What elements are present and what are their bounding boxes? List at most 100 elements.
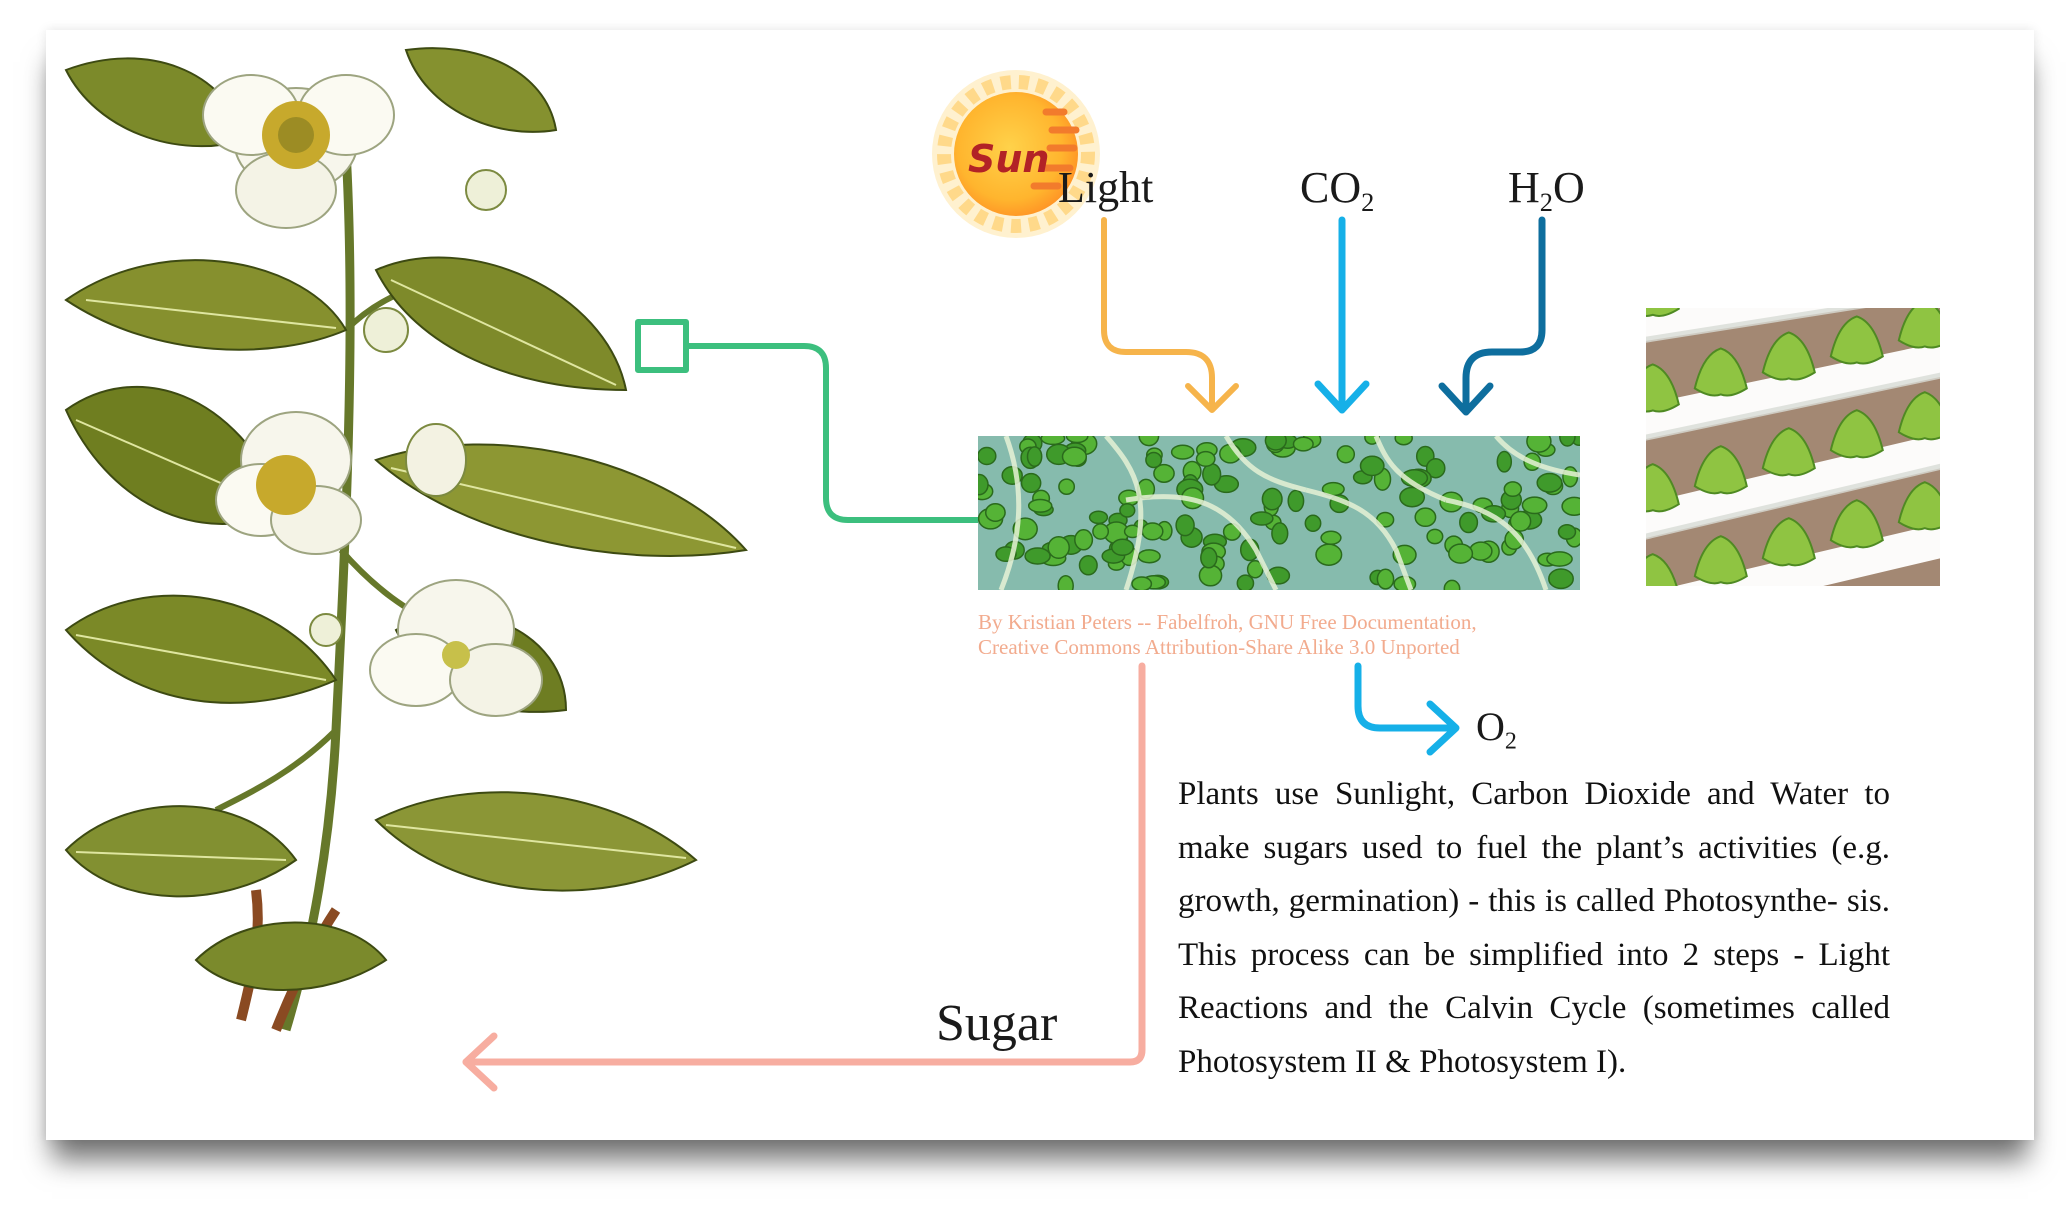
light-arrow bbox=[1101, 217, 1239, 413]
o2-label: O2 bbox=[1476, 704, 1517, 754]
chloroplast bbox=[1119, 503, 1136, 518]
chloroplast bbox=[1110, 538, 1135, 557]
chloroplast bbox=[1425, 457, 1446, 479]
lettuce-head bbox=[1761, 427, 1816, 477]
chloroplast bbox=[1546, 551, 1573, 567]
chloroplast bbox=[1468, 541, 1493, 561]
lettuce-head bbox=[1646, 553, 1678, 586]
chloroplast bbox=[1246, 560, 1264, 579]
chloroplast bbox=[1202, 463, 1222, 486]
chloroplast bbox=[1521, 496, 1548, 515]
chloroplast bbox=[1138, 436, 1160, 447]
lettuce-head bbox=[1693, 445, 1748, 495]
chloroplast bbox=[1047, 535, 1070, 560]
lettuce-head bbox=[1829, 499, 1884, 549]
chloroplast bbox=[1394, 436, 1413, 446]
chloroplast bbox=[1503, 481, 1523, 498]
chloroplast bbox=[1131, 576, 1153, 590]
sun-icon bbox=[932, 70, 1100, 238]
chloroplast bbox=[1040, 436, 1066, 446]
chloroplast bbox=[1200, 547, 1218, 569]
lettuce-head bbox=[1899, 221, 1951, 268]
h2o-subscript: 2 bbox=[1539, 187, 1553, 218]
chloroplast bbox=[1536, 472, 1563, 493]
chloroplast bbox=[1061, 446, 1088, 467]
chloroplast bbox=[1448, 543, 1474, 564]
chloroplast bbox=[1145, 451, 1163, 469]
chloroplast bbox=[1092, 523, 1110, 540]
hydroponic-lettuce-photo bbox=[1646, 221, 1951, 586]
chloroplast bbox=[1359, 455, 1385, 477]
lettuce-head bbox=[1646, 308, 1680, 317]
sugar-arrow bbox=[462, 662, 1146, 1092]
o2-main: O bbox=[1476, 704, 1505, 749]
chloroplast bbox=[1024, 547, 1051, 565]
chloroplast bbox=[1175, 514, 1195, 537]
chloroplast bbox=[1526, 436, 1552, 453]
lettuce-head bbox=[1897, 391, 1940, 441]
lettuce-head bbox=[1829, 409, 1884, 459]
tea-plant-illustration bbox=[64, 47, 748, 1032]
chloroplast bbox=[1264, 436, 1287, 451]
o2-arrow bbox=[1354, 662, 1460, 756]
chloroplast bbox=[1020, 472, 1042, 494]
sun-icon-text: Sun bbox=[968, 137, 1050, 181]
lettuce-head bbox=[1695, 257, 1747, 304]
o2-subscript: 2 bbox=[1504, 728, 1517, 755]
h2o-arrow bbox=[1438, 216, 1546, 416]
chloroplast bbox=[1399, 486, 1426, 508]
leaf-cell-micrograph bbox=[978, 436, 1580, 590]
chloroplast bbox=[1426, 528, 1444, 545]
diagram-canvas bbox=[64, 47, 1951, 1092]
lettuce-head bbox=[1897, 308, 1940, 349]
lettuce-head bbox=[1897, 481, 1940, 531]
chloroplast bbox=[1557, 523, 1577, 540]
chloroplast bbox=[1026, 446, 1043, 468]
light-label-text: Light bbox=[1058, 163, 1154, 212]
chloroplast bbox=[1509, 510, 1532, 532]
chloroplast bbox=[1170, 444, 1195, 460]
chloroplast bbox=[1153, 463, 1175, 483]
lettuce-head bbox=[1761, 331, 1816, 381]
lettuce-head bbox=[1831, 233, 1883, 280]
image-credit-line2: Creative Commons Attribution-Share Alike… bbox=[978, 635, 1460, 659]
h2o-pre: H bbox=[1508, 163, 1540, 212]
chloroplast bbox=[1292, 436, 1314, 452]
chloroplast bbox=[1074, 529, 1094, 551]
chloroplast bbox=[1271, 522, 1289, 545]
chloroplast bbox=[1304, 514, 1322, 533]
chloroplast bbox=[1065, 436, 1089, 444]
chloroplast bbox=[1287, 489, 1305, 513]
lettuce-head bbox=[1829, 315, 1884, 365]
chloroplast bbox=[1236, 574, 1255, 590]
chloroplast bbox=[1195, 450, 1216, 467]
chloroplast bbox=[1137, 549, 1161, 564]
chloroplast bbox=[1336, 445, 1356, 464]
image-credit-line1: By Kristian Peters -- Fabelfroh, GNU Fre… bbox=[978, 610, 1477, 634]
chloroplast bbox=[1058, 478, 1076, 496]
zoom-connector bbox=[635, 319, 978, 523]
chloroplast bbox=[1078, 555, 1098, 576]
h2o-post: O bbox=[1552, 163, 1585, 212]
lettuce-head bbox=[1646, 363, 1680, 413]
chloroplast bbox=[1459, 511, 1479, 534]
chloroplast bbox=[1561, 496, 1580, 516]
photosynthesis-description: Plants use Sunlight, Carbon Dioxide and … bbox=[1178, 776, 1890, 1080]
chloroplast bbox=[1249, 511, 1274, 526]
light-label: Light bbox=[1058, 166, 1153, 210]
chloroplast bbox=[1548, 568, 1574, 590]
chloroplast bbox=[1141, 522, 1164, 541]
chloroplast bbox=[1088, 510, 1109, 525]
chloroplast bbox=[984, 503, 1006, 522]
co2-subscript: 2 bbox=[1361, 187, 1375, 218]
chloroplast bbox=[1320, 530, 1342, 546]
lettuce-head bbox=[1693, 347, 1748, 397]
h2o-label: H2O bbox=[1508, 163, 1585, 216]
chloroplast bbox=[1027, 498, 1053, 513]
sugar-label: Sugar bbox=[936, 995, 1058, 1052]
co2-main: CO bbox=[1300, 163, 1362, 212]
chloroplast bbox=[1376, 568, 1395, 590]
chloroplast bbox=[1496, 450, 1513, 473]
co2-label: CO2 bbox=[1300, 163, 1374, 216]
lettuce-head bbox=[1761, 517, 1816, 567]
